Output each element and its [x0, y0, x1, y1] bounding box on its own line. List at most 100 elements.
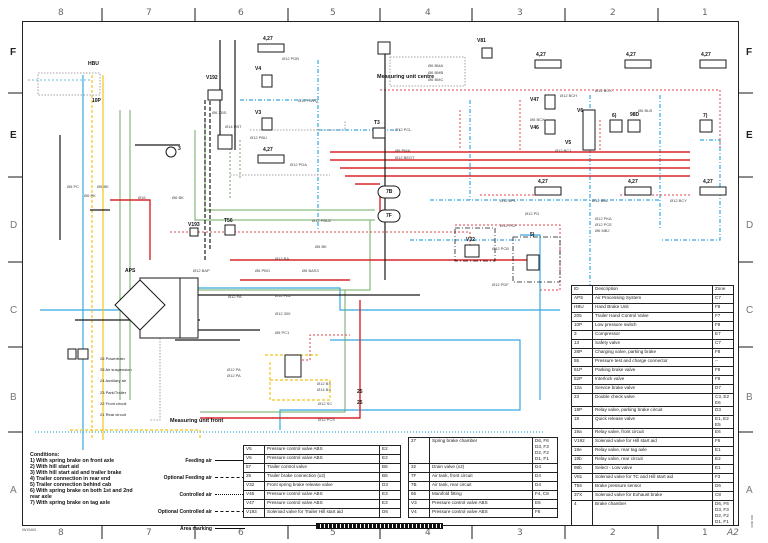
air-tank-rear — [377, 185, 401, 199]
sheet-size: A2 — [727, 528, 739, 538]
line-label: Ø12 BCX — [595, 88, 612, 93]
legend-desc: Solenoid valve for Trailer Hill start ai… — [264, 508, 380, 518]
line-label: Ø14 BX — [317, 387, 332, 392]
legend-id: 98b — [571, 464, 593, 474]
legend-zone: E2 — [379, 445, 401, 455]
legend-desc: Spring brake chamber — [429, 437, 533, 464]
legend-id: 205 — [571, 312, 593, 322]
legend-zone: -- — [712, 357, 734, 367]
port-number: 21 — [100, 412, 105, 418]
legend-desc: Trailer control valve — [264, 463, 380, 473]
legend-zone: C7 — [712, 294, 734, 304]
legend-id: V4 — [408, 508, 430, 518]
line-key-label: Area marking — [180, 525, 212, 532]
brake-chamber — [624, 59, 652, 69]
sensor-t56 — [224, 224, 236, 236]
valve-t3 — [372, 127, 386, 139]
legend-desc: Quick release valve — [592, 415, 713, 429]
black-feed-line — [59, 135, 110, 240]
port-number: 24 — [100, 378, 105, 384]
legend-id: 55 — [571, 357, 593, 367]
legend-id: 13 — [571, 339, 593, 349]
legend-zone: E3 — [379, 490, 401, 500]
zone-col-7-bottom: 7 — [146, 528, 152, 538]
line-label: Ø6 BCX — [530, 117, 545, 122]
label-4-27: 4,27 — [263, 36, 273, 42]
label-4-27: 4,27 — [263, 147, 273, 153]
port-number: 23 — [100, 389, 105, 395]
legend-zone: F8 — [712, 303, 734, 313]
line-key-item: Optional Controlled air — [145, 503, 245, 520]
label-aps: APS — [125, 268, 136, 274]
line-label: Ø12 PBU — [250, 135, 267, 140]
valve-v32 — [464, 244, 480, 258]
relay-valve-19a — [217, 134, 233, 150]
line-label: Ø12 PA — [227, 367, 241, 372]
green-feed-line — [200, 290, 346, 413]
legend-id: 10P — [571, 321, 593, 331]
label-v6: V6 — [577, 108, 584, 114]
condition-item: 6) With spring brake on both 1st and 2nd… — [30, 488, 133, 500]
legend-zone: E2 — [379, 454, 401, 464]
label-4-27: 4,27 — [701, 52, 711, 58]
legend-desc: Pressure test and charge connector — [592, 357, 713, 367]
legend-desc: Pressure control valve ABS — [429, 508, 533, 518]
line-label: Ø14 PBT — [225, 124, 242, 129]
aps-valve-diamond — [114, 279, 166, 331]
zone-col-2-bottom: 2 — [610, 528, 616, 538]
line-label: Ø12 PA2 — [275, 293, 291, 298]
zone-row-f-left: F — [10, 47, 17, 58]
brake-chamber — [257, 43, 285, 53]
line-key-item: Feeding air — [145, 452, 245, 469]
valve-v4 — [261, 74, 273, 88]
legend-zone: D3 — [379, 481, 401, 491]
port-item: 25 Air suspension — [100, 364, 132, 375]
legend-id: V193 — [243, 508, 265, 518]
port-item: 23 Park/Trailer — [100, 387, 132, 398]
line-label: Ø6 PC — [67, 184, 80, 189]
legend-zone: F8 — [712, 321, 734, 331]
v32-area — [454, 227, 496, 262]
legend-id: APS — [571, 294, 593, 304]
legend-desc: Pressure control valve ABS — [264, 445, 380, 455]
measuring-unit-centre-title: Measuring unit centre — [377, 74, 435, 80]
legend-id: 19b — [571, 455, 593, 465]
condition-item: 7) With spring brake on tag axle — [30, 500, 111, 506]
line-label: Ø12 PDA — [290, 162, 307, 167]
port-number: 22 — [100, 400, 105, 406]
line-label: Ø6 BLB — [638, 108, 653, 113]
legend-id: 23 — [571, 393, 593, 407]
label-25: 25 — [357, 389, 363, 395]
line-label: Ø6 PK — [84, 193, 96, 198]
line-label: Ø12 PDF — [492, 282, 509, 287]
condition-item: 2) With hill start aid — [30, 464, 79, 470]
valve-v46 — [544, 119, 556, 135]
legend-zone: C8 — [712, 491, 734, 501]
line-key-label: Controlled air — [179, 491, 212, 498]
zone-col-3-bottom: 3 — [517, 528, 523, 538]
line-label: Ø12 300 — [275, 311, 291, 316]
valve-v192 — [207, 89, 223, 101]
line-label: Ø12 BPL — [500, 198, 517, 203]
connector-65 — [77, 348, 89, 360]
legend-desc: Air tank, rear circuit — [429, 481, 533, 491]
line-label: Ø12 PCS — [318, 417, 335, 422]
legend-desc: Front spring brake release valve — [264, 481, 380, 491]
zone-row-e-left: E — [10, 130, 17, 141]
zone-col-8-bottom: 8 — [58, 528, 64, 538]
legend-zone: D4 — [532, 481, 558, 491]
line-key-swatch-dashed — [215, 477, 245, 478]
